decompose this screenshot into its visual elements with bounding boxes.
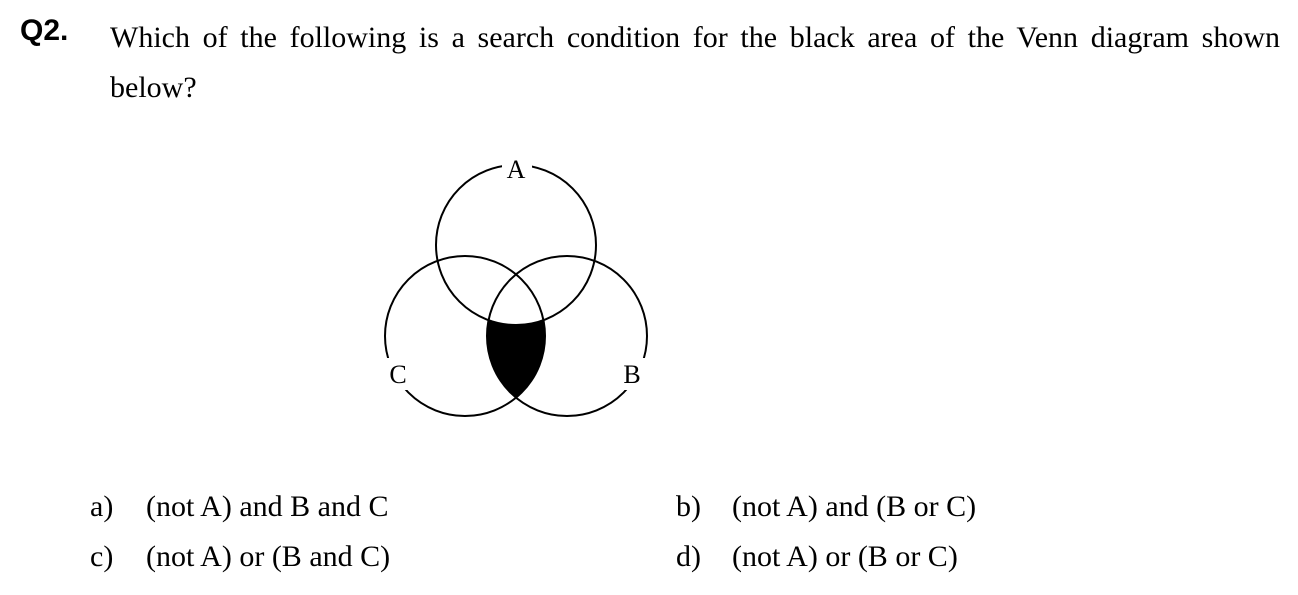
option-label: d) xyxy=(676,540,701,573)
label-c: C xyxy=(389,360,406,389)
question-number: Q2. xyxy=(20,14,69,47)
circle-b xyxy=(486,255,648,417)
option-a[interactable]: a) (not A) and B and C xyxy=(90,490,388,524)
option-label: a) xyxy=(90,490,114,523)
option-d[interactable]: d) (not A) or (B or C) xyxy=(676,540,958,574)
question-text: Which of the following is a search condi… xyxy=(110,21,1280,104)
option-b[interactable]: b) (not A) and (B or C) xyxy=(676,490,976,524)
option-label: c) xyxy=(90,540,114,573)
option-text: (not A) and (B or C) xyxy=(732,490,977,523)
option-c[interactable]: c) (not A) or (B and C) xyxy=(90,540,390,574)
option-text: (not A) and B and C xyxy=(146,490,389,523)
option-text: (not A) or (B or C) xyxy=(732,540,958,573)
option-label: b) xyxy=(676,490,701,523)
option-text: (not A) or (B and C) xyxy=(146,540,391,573)
venn-diagram: A B C xyxy=(380,154,656,417)
label-a: A xyxy=(507,155,526,184)
circle-c xyxy=(384,255,546,417)
shaded-region xyxy=(487,256,545,416)
label-b: B xyxy=(623,360,640,389)
